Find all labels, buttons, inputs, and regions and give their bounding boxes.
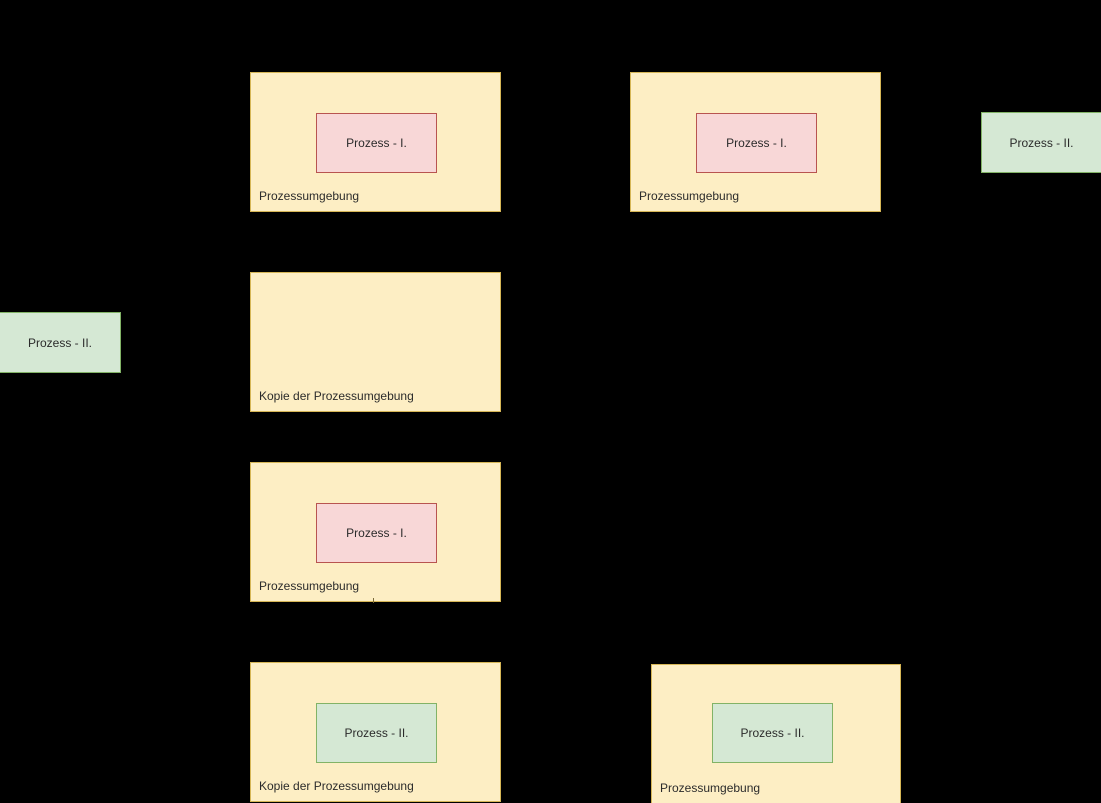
process-environment-label: Kopie der Prozessumgebung	[259, 779, 414, 793]
process-node-label: Prozess - I.	[346, 526, 407, 540]
process-environment-env-3[interactable]: Kopie der Prozessumgebung	[250, 272, 501, 412]
process-environment-env-2[interactable]: Prozess - I. Prozessumgebung	[630, 72, 881, 212]
edge-tick-mark	[373, 598, 374, 603]
process-environment-label: Prozessumgebung	[660, 781, 761, 795]
process-environment-env-4[interactable]: Prozess - I. Prozessumgebung	[250, 462, 501, 602]
process-environment-label: Kopie der Prozessumgebung	[259, 389, 414, 403]
process-node-env-5[interactable]: Prozess - II.	[316, 703, 437, 763]
process-environment-label: Prozessumgebung	[259, 579, 360, 593]
process-node-env-4[interactable]: Prozess - I.	[316, 503, 437, 563]
process-node-label: Prozess - II.	[740, 726, 805, 740]
process-environment-env-5[interactable]: Prozess - II. Kopie der Prozessumgebung	[250, 662, 501, 802]
process-environment-env-6[interactable]: Prozess - II. Prozessumgebung	[651, 664, 901, 803]
process-node-env-6[interactable]: Prozess - II.	[712, 703, 833, 763]
process-environment-label: Prozessumgebung	[259, 189, 360, 203]
process-node-env-1[interactable]: Prozess - I.	[316, 113, 437, 173]
floating-process-node-float-left[interactable]: Prozess - II.	[0, 312, 121, 373]
process-environment-env-1[interactable]: Prozess - I. Prozessumgebung	[250, 72, 501, 212]
process-node-label: Prozess - I.	[346, 136, 407, 150]
process-node-env-2[interactable]: Prozess - I.	[696, 113, 817, 173]
process-node-label: Prozess - II.	[344, 726, 409, 740]
floating-process-node-label: Prozess - II.	[1009, 135, 1074, 150]
process-environment-label: Prozessumgebung	[639, 189, 740, 203]
floating-process-node-float-right[interactable]: Prozess - II.	[981, 112, 1101, 173]
floating-process-node-label: Prozess - II.	[27, 335, 92, 350]
process-node-label: Prozess - I.	[726, 136, 787, 150]
